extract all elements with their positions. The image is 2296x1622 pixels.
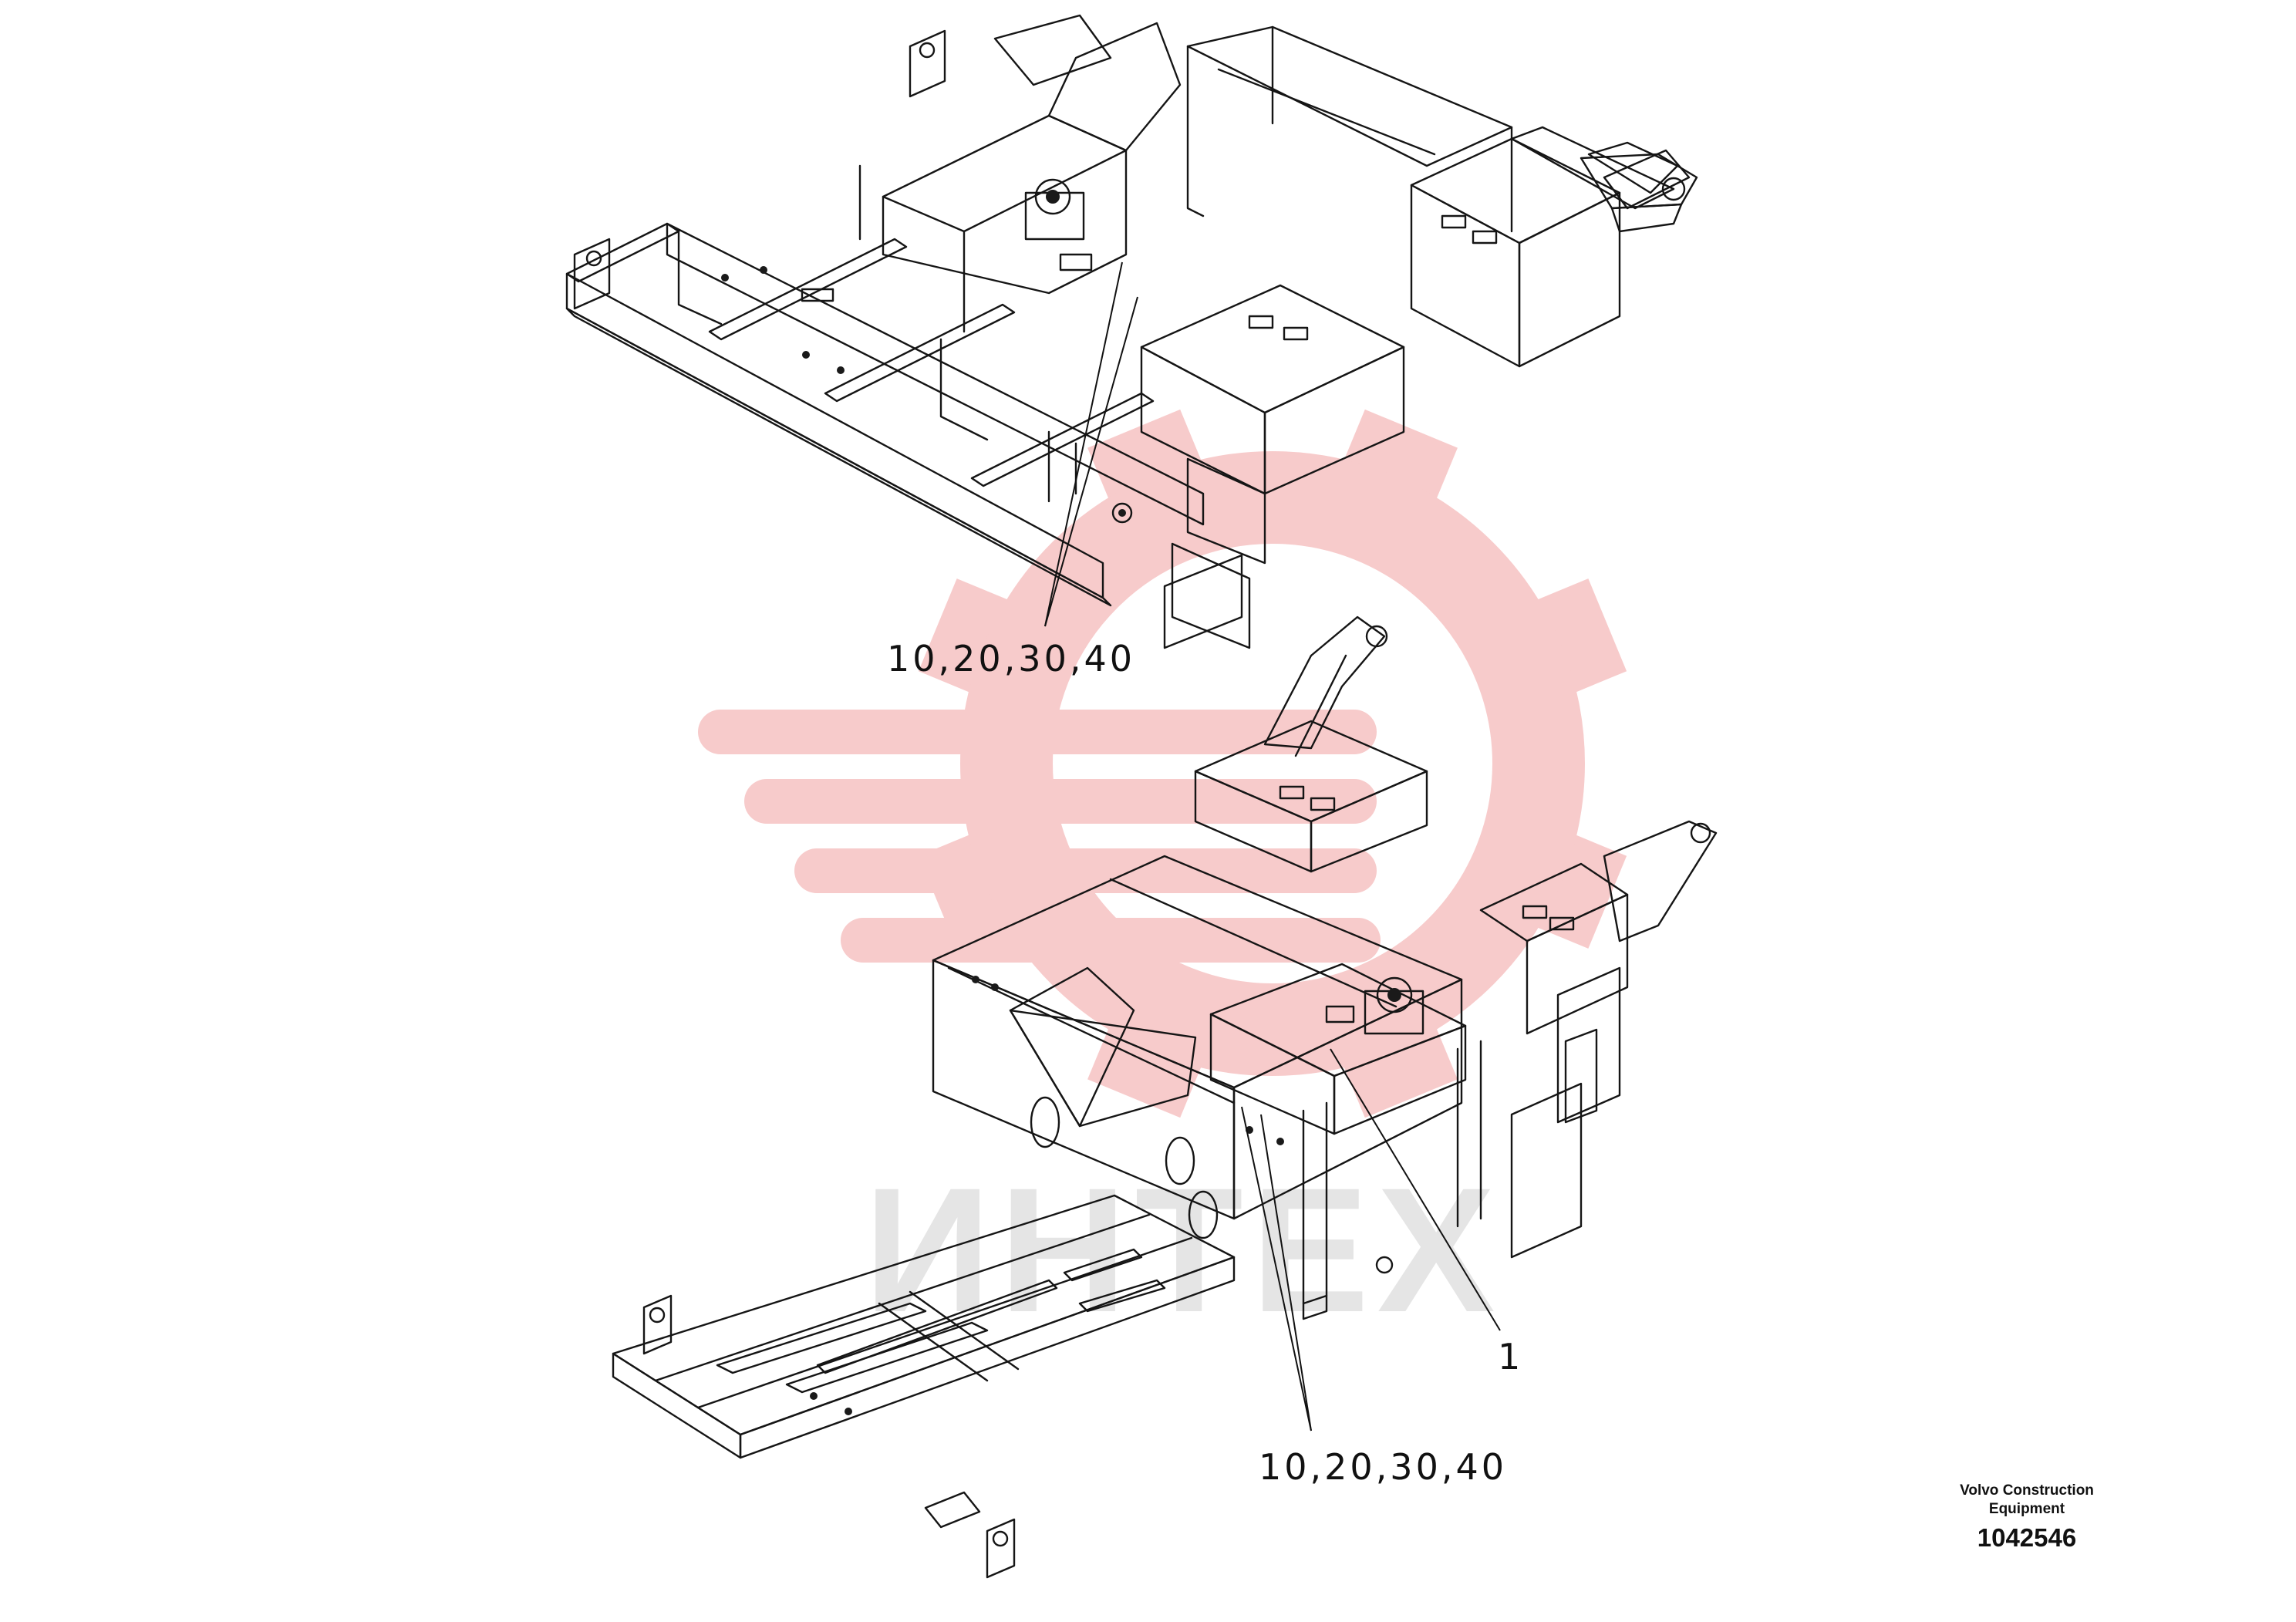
callout-lower-parts: 10,20,30,40	[1259, 1446, 1507, 1488]
watermark-logo	[698, 409, 1627, 1118]
callout-item-1: 1	[1498, 1336, 1520, 1378]
document-number: 1042546	[1977, 1523, 2076, 1552]
brand-line-2: Equipment	[1989, 1501, 2065, 1517]
lower-frame-assembly	[612, 615, 1718, 1579]
watermark-text: ИНТЕХ	[864, 1151, 1503, 1349]
upper-frame-assembly	[565, 14, 1698, 649]
callout-upper-parts: 10,20,30,40	[887, 638, 1135, 679]
leader-lines	[1044, 261, 1501, 1431]
brand-line-1: Volvo Construction	[1960, 1482, 2094, 1499]
title-block: Volvo Construction Equipment 1042546	[1960, 1482, 2094, 1552]
